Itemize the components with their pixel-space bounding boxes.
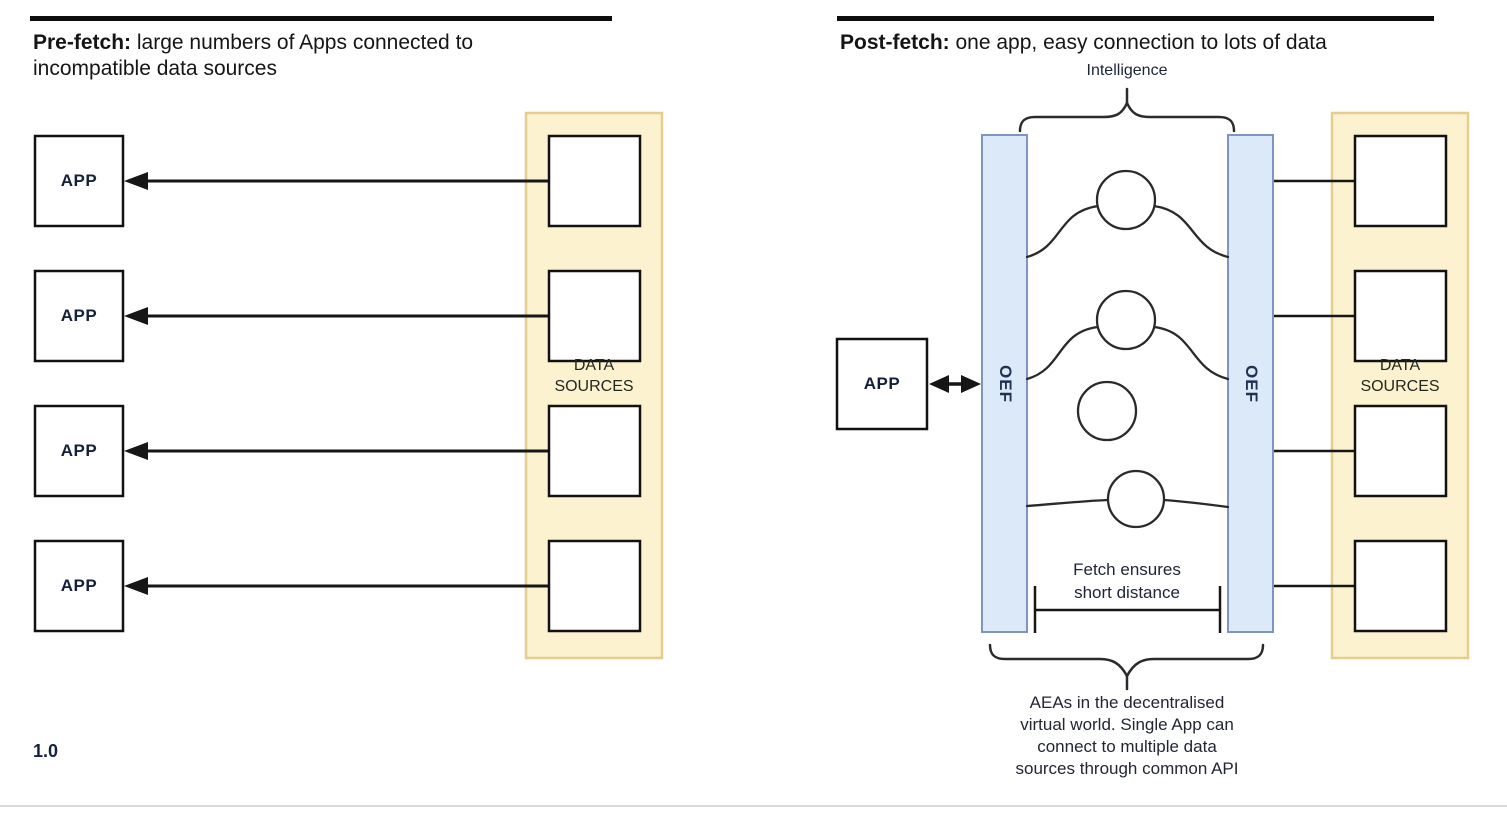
oef-label-left-text: OEF	[995, 364, 1015, 403]
data-source-boxes-right	[1353, 134, 1448, 633]
arrowhead-2	[124, 307, 148, 325]
post-fetch-header-rule	[837, 16, 1434, 21]
app-label-1: APP	[60, 171, 98, 190]
app-box-4	[33, 539, 125, 633]
pre-fetch-header-rule	[30, 16, 612, 21]
agent-circle-3	[1076, 380, 1138, 442]
aea-brace-path	[988, 643, 1265, 679]
oef-bar-left	[981, 134, 1028, 633]
aea-caption-line3: connect to multiple data	[1037, 737, 1217, 756]
source-box-left-1	[547, 134, 642, 228]
agent-circle-2	[1095, 289, 1157, 351]
intelligence-brace-path	[1018, 99, 1236, 133]
aea-caption-line1: AEAs in the decentralised	[1029, 693, 1225, 712]
bottom-divider	[0, 805, 1507, 807]
data-sources-label-left: DATA SOURCES	[524, 355, 664, 397]
pre-fetch-title-bold: Pre-fetch:	[33, 31, 132, 54]
arrowheads-left	[124, 172, 148, 595]
data-sources-right-line2: SOURCES	[1360, 378, 1440, 395]
app-box-3	[33, 404, 125, 498]
agent-circle-1	[1095, 169, 1157, 231]
app-box-1	[33, 134, 125, 228]
agent-curves	[1025, 204, 1230, 509]
fetch-note-line1: Fetch ensures	[1073, 560, 1181, 579]
short-distance-measure	[1033, 586, 1222, 633]
app-box-2	[33, 269, 125, 363]
fetch-note-line2: short distance	[1074, 583, 1180, 602]
aea-brace	[988, 643, 1265, 691]
pre-fetch-diagram	[33, 111, 664, 660]
curve-1-right	[1152, 204, 1230, 259]
app-label-3: APP	[60, 441, 98, 460]
data-source-boxes-left	[547, 134, 642, 633]
data-sources-left-line2: SOURCES	[554, 378, 634, 395]
oef-label-right: OEF	[1228, 135, 1273, 632]
arrowhead-3	[124, 442, 148, 460]
arrowhead-4	[124, 577, 148, 595]
source-box-right-3	[1353, 404, 1448, 498]
post-fetch-title-rest: one app, easy connection to lots of data	[949, 31, 1327, 54]
agent-circles	[1076, 169, 1166, 529]
oef-label-right-text: OEF	[1241, 364, 1261, 403]
oef-bar-right	[1227, 134, 1274, 633]
curve-2-left	[1025, 325, 1100, 381]
pre-fetch-title: Pre-fetch: large numbers of Apps connect…	[33, 30, 568, 82]
curve-2-right	[1152, 325, 1230, 381]
version-label: 1.0	[33, 741, 59, 761]
app-label-2: APP	[60, 306, 98, 325]
source-box-left-3	[547, 404, 642, 498]
source-box-left-4	[547, 539, 642, 633]
source-box-right-1	[1353, 134, 1448, 228]
oef-source-connectors	[1273, 179, 1356, 588]
app-label-4: APP	[60, 576, 98, 595]
double-arrowhead-left	[929, 375, 949, 393]
agent-circle-4	[1106, 469, 1166, 529]
post-fetch-title-bold: Post-fetch:	[840, 31, 950, 54]
source-box-right-4	[1353, 539, 1448, 633]
pre-fetch-title-rest: large numbers of Apps connected to incom…	[33, 31, 474, 80]
source-box-left-2	[547, 269, 642, 363]
aea-caption: AEAs in the decentralised virtual world.…	[972, 692, 1282, 780]
post-fetch-diagram	[835, 87, 1470, 691]
app-connection-arrows	[146, 179, 549, 588]
intelligence-brace	[1018, 87, 1236, 133]
curve-1-left	[1025, 204, 1100, 259]
data-sources-left-line1: DATA	[573, 357, 615, 374]
aea-caption-line4: sources through common API	[1015, 759, 1239, 778]
data-sources-right-line1: DATA	[1379, 357, 1421, 374]
double-arrowhead-right	[961, 375, 981, 393]
curve-4-right	[1162, 498, 1230, 509]
aea-caption-line2: virtual world. Single App can	[1020, 715, 1234, 734]
intelligence-label: Intelligence	[1086, 62, 1168, 79]
app-box-right	[835, 337, 929, 431]
oef-label-left: OEF	[982, 135, 1027, 632]
data-sources-label-right: DATA SOURCES	[1330, 355, 1470, 397]
post-fetch-title: Post-fetch: one app, easy connection to …	[840, 30, 1460, 56]
arrowhead-1	[124, 172, 148, 190]
app-label-right: APP	[863, 374, 901, 393]
fetch-note: Fetch ensures short distance	[1027, 558, 1227, 604]
app-boxes-left	[33, 134, 125, 633]
curve-4-left	[1025, 498, 1110, 508]
source-box-right-2	[1353, 269, 1448, 363]
